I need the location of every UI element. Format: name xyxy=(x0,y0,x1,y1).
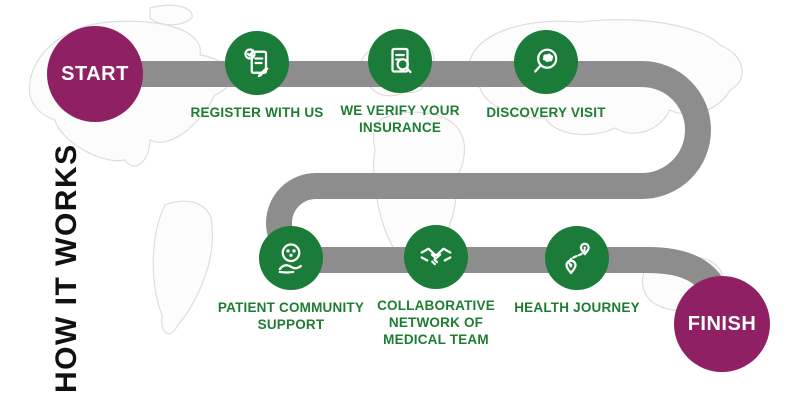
page-title: HOW IT WORKS xyxy=(50,143,83,393)
step-label-verify-insurance: WE VERIFY YOUR INSURANCE xyxy=(340,103,460,135)
step-label-health-journey: HEALTH JOURNEY xyxy=(514,300,640,315)
register-document-icon xyxy=(244,48,269,78)
step-label-community-support: PATIENT COMMUNITY SUPPORT xyxy=(217,300,365,332)
journey-route-icon xyxy=(565,242,590,275)
step-health-journey xyxy=(545,226,609,290)
step-discovery-visit xyxy=(514,30,578,94)
community-support-hand-icon xyxy=(278,243,303,274)
step-label-collaborative-network: COLLABORATIVE NETWORK OF MEDICAL TEAM xyxy=(377,298,495,347)
step-label-register: REGISTER WITH US xyxy=(190,105,324,120)
step-verify-insurance xyxy=(368,29,432,93)
start-node: START xyxy=(47,26,143,122)
step-label-discovery-visit: DISCOVERY VISIT xyxy=(486,105,606,120)
step-collaborative-network xyxy=(404,225,468,289)
finish-node: FINISH xyxy=(674,276,770,372)
handshake-icon xyxy=(420,247,452,266)
insurance-verification-icon xyxy=(391,47,412,74)
step-register xyxy=(225,31,289,95)
start-label: START xyxy=(61,62,129,85)
finish-label: FINISH xyxy=(687,312,757,335)
discovery-magnifier-icon xyxy=(534,48,558,73)
step-community-support xyxy=(259,226,323,290)
